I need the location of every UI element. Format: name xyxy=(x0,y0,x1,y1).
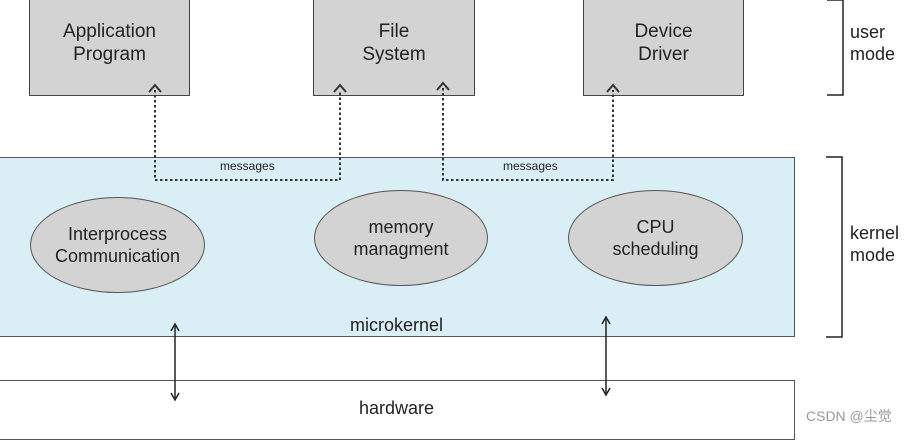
arrowhead-left-up xyxy=(170,322,180,332)
kernel-mode-bracket xyxy=(826,156,843,338)
memory-management-ellipse: memory managment xyxy=(314,190,488,286)
interprocess-communication-ellipse: Interprocess Communication xyxy=(30,197,205,293)
microkernel-label: microkernel xyxy=(350,315,444,335)
arrowhead-right-down xyxy=(601,387,611,397)
message-path-left xyxy=(154,90,341,181)
arrowhead-device-driver xyxy=(606,83,620,93)
arrowhead-file-system xyxy=(333,83,347,93)
user-mode-bracket xyxy=(827,0,844,96)
csdn-watermark: CSDN @尘觉 xyxy=(806,408,892,424)
file-system-box: File System xyxy=(313,0,475,96)
arrowhead-right-up xyxy=(601,315,611,325)
device-driver-box: Device Driver xyxy=(583,0,744,96)
arrowhead-left-down xyxy=(170,392,180,402)
message-label-left: messages xyxy=(220,159,275,173)
application-program-box: Application Program xyxy=(29,0,190,96)
kernel-mode-label: kernel mode xyxy=(850,223,900,265)
cpu-scheduling-ellipse: CPU scheduling xyxy=(568,190,743,286)
arrowhead-file-system-source xyxy=(436,81,450,91)
user-mode-label: user mode xyxy=(850,22,896,64)
message-label-right: messages xyxy=(503,159,558,173)
arrowhead-application-program xyxy=(148,83,162,93)
hardware-box: hardware xyxy=(0,380,795,440)
message-path-right xyxy=(442,88,614,181)
